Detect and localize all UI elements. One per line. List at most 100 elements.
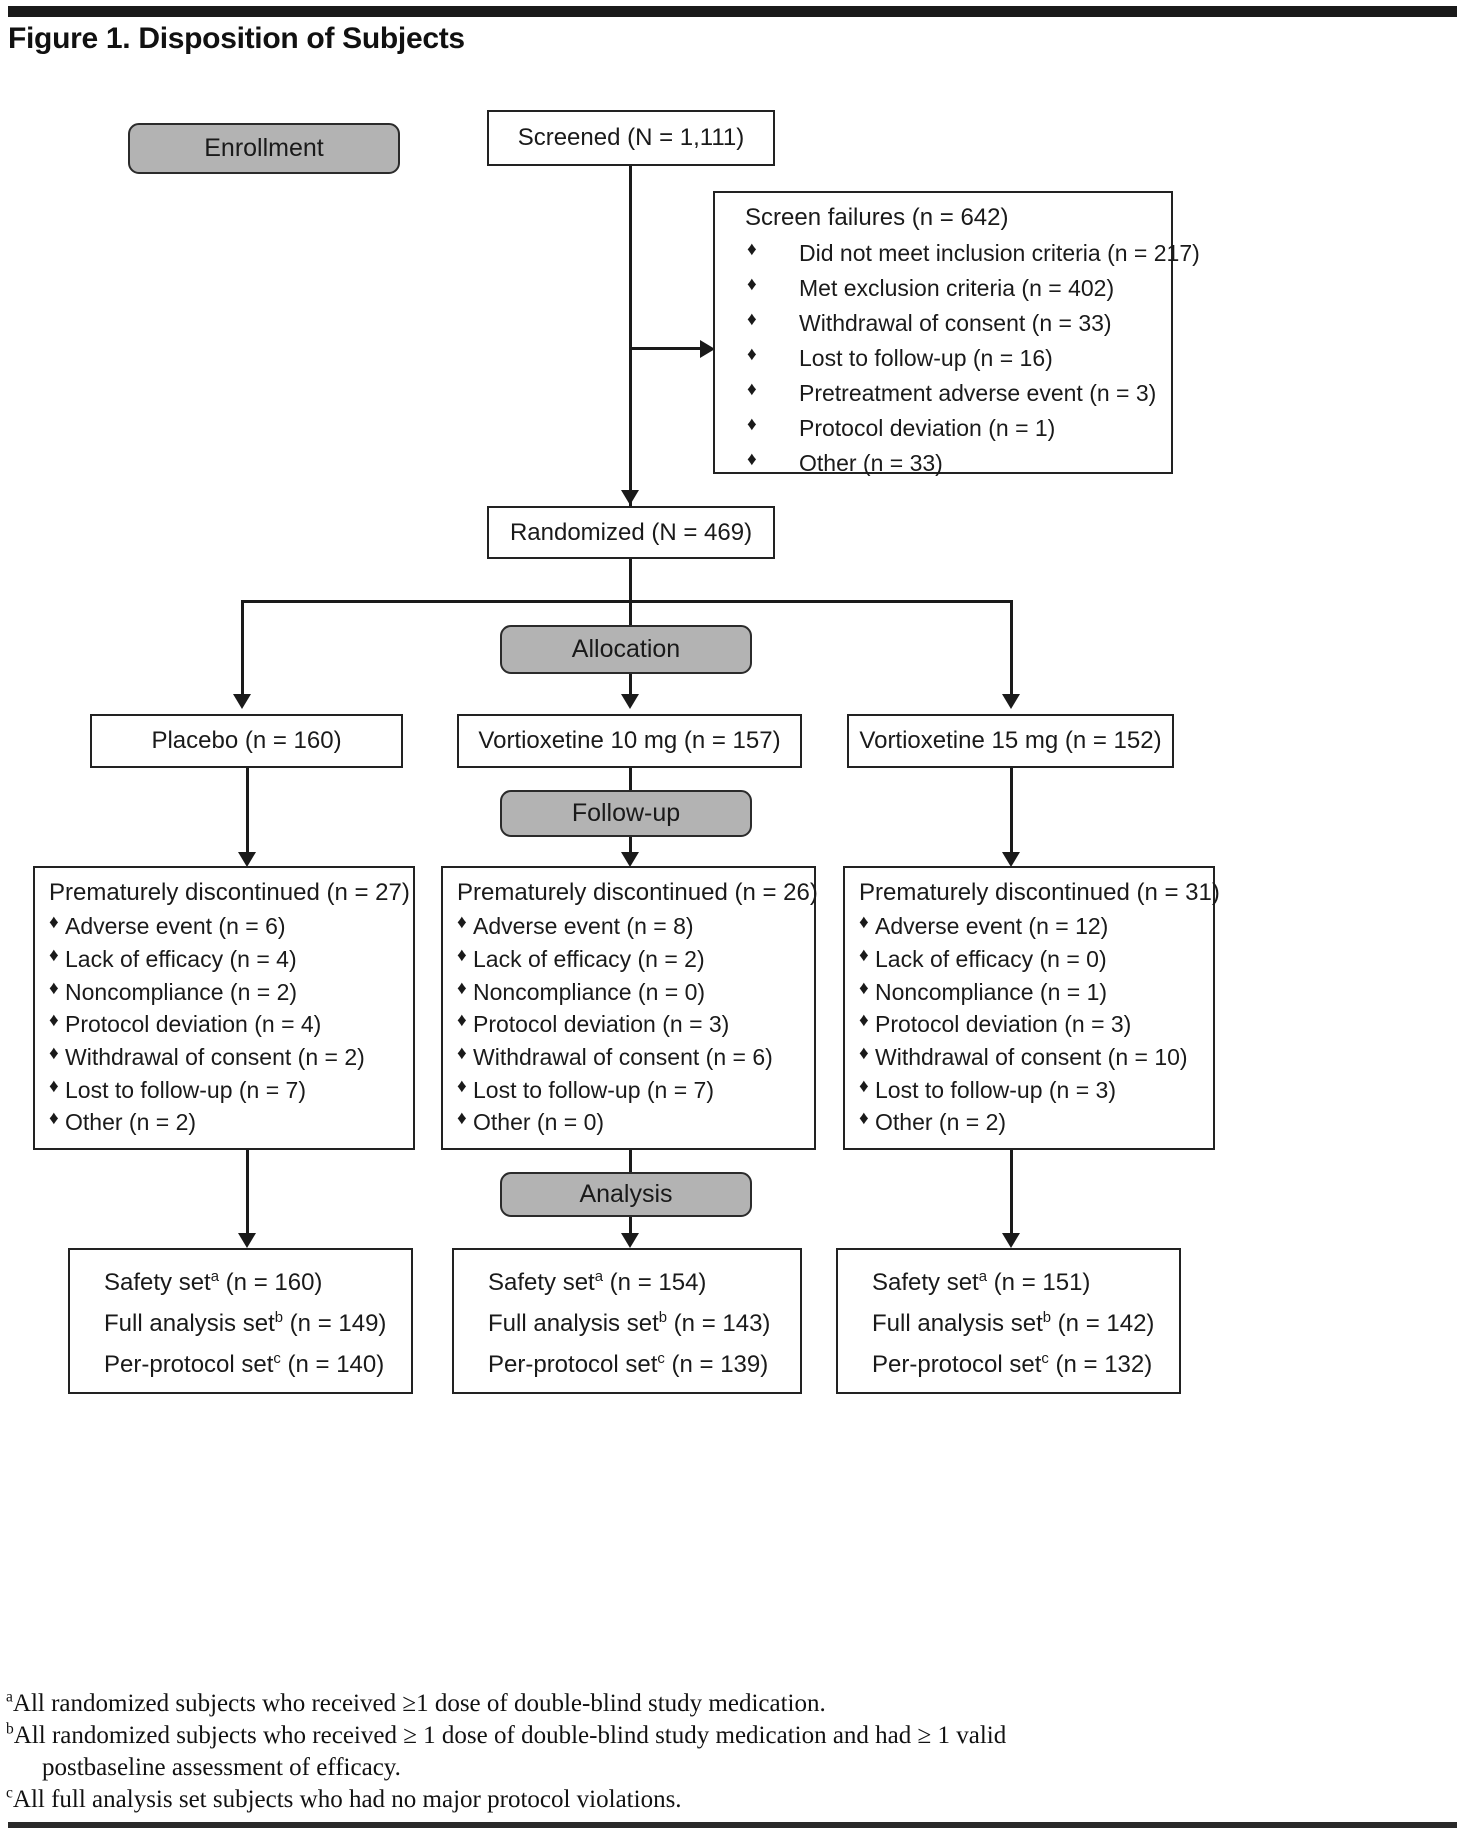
discontinued-box-vortioxetine-10: Prematurely discontinued (n = 26) ♦Adver… bbox=[441, 866, 818, 1150]
diamond-bullet-icon: ♦ bbox=[49, 912, 59, 934]
top-rule bbox=[8, 6, 1457, 17]
safety-set-row: Safety seta (n = 154) bbox=[488, 1269, 790, 1296]
randomized-box: Randomized (N = 469) bbox=[487, 506, 775, 559]
full-analysis-set-row: Full analysis setb (n = 143) bbox=[488, 1309, 790, 1337]
full-analysis-set-row: Full analysis setb (n = 149) bbox=[104, 1309, 401, 1337]
connector-allocation-right bbox=[1010, 600, 1013, 700]
arrowhead-vortioxetine-15 bbox=[1002, 694, 1020, 709]
footnote-b: bAll randomized subjects who received ≥ … bbox=[6, 1720, 1446, 1752]
discontinued-list: ♦Adverse event (n = 6) ♦ Lack of efficacy… bbox=[49, 910, 403, 1139]
list-item: ♦Withdrawal of consent (n = 33) bbox=[729, 306, 1161, 341]
arrowhead-placebo-discontinued bbox=[238, 852, 256, 867]
stage-label-enrollment: Enrollment bbox=[128, 123, 400, 174]
diamond-bullet-icon: ♦ bbox=[457, 1010, 467, 1032]
arrowhead-v15-discontinued bbox=[1002, 852, 1020, 867]
arm-label: Vortioxetine 15 mg (n = 152) bbox=[859, 727, 1162, 754]
connector-allocation-left bbox=[241, 600, 244, 700]
analysis-box-vortioxetine-10: Safety seta (n = 154) Full analysis setb… bbox=[452, 1248, 802, 1394]
list-item: ♦Withdrawal of consent (n = 10) bbox=[859, 1041, 1203, 1074]
connector-randomized-down bbox=[629, 559, 632, 602]
full-analysis-set-value: (n = 143) bbox=[667, 1309, 771, 1337]
bottom-rule bbox=[8, 1822, 1457, 1828]
list-item: ♦Other (n = 2) bbox=[49, 1106, 403, 1139]
list-item-label: Protocol deviation (n = 3) bbox=[875, 1011, 1132, 1038]
screen-failures-list: ♦Did not meet inclusion criteria (n = 21… bbox=[729, 236, 1200, 481]
arrowhead-screen-failures bbox=[700, 340, 715, 358]
list-item: ♦Met exclusion criteria (n = 402) bbox=[729, 271, 1161, 306]
safety-set-value: (n = 151) bbox=[987, 1269, 1091, 1296]
list-item: ♦ Pretreatment adverse event (n = 3) bbox=[729, 376, 1161, 411]
arrowhead-v15-analysis bbox=[1002, 1233, 1020, 1248]
list-item: ♦Adverse event (n = 6) bbox=[49, 910, 403, 943]
connector-placebo-to-discontinued bbox=[246, 768, 249, 860]
diamond-bullet-icon: ♦ bbox=[747, 309, 757, 331]
arrowhead-v10-discontinued bbox=[621, 852, 639, 867]
footnote-b-continuation: postbaseline assessment of efficacy. bbox=[42, 1754, 401, 1781]
footnote-a: aAll randomized subjects who received ≥1… bbox=[6, 1688, 1446, 1720]
footnote-marker-c: c bbox=[6, 1784, 13, 1802]
arrowhead-randomized bbox=[621, 490, 639, 505]
arrowhead-placebo bbox=[233, 694, 251, 709]
list-item: ♦ Protocol deviation (n = 3) bbox=[457, 1008, 804, 1041]
list-item-label: Protocol deviation (n = 1) bbox=[799, 415, 1056, 442]
footnote-marker-b: b bbox=[1042, 1309, 1052, 1326]
footnote-c-text: All full analysis set subjects who had n… bbox=[12, 1786, 682, 1813]
diamond-bullet-icon: ♦ bbox=[457, 1075, 467, 1097]
per-protocol-set-label: Per-protocol set bbox=[488, 1350, 658, 1378]
list-item-label: Lack of efficacy (n = 0) bbox=[875, 945, 1107, 972]
list-item: ♦ Lost to follow-up (n = 3) bbox=[859, 1074, 1203, 1107]
discontinued-list: ♦ Adverse event (n = 12) ♦ Lack of efficac… bbox=[859, 910, 1203, 1139]
list-item-label: Lost to follow-up (n = 16) bbox=[799, 345, 1053, 372]
diamond-bullet-icon: ♦ bbox=[457, 944, 467, 966]
connector-to-screen-failures bbox=[629, 347, 705, 350]
footnotes: aAll randomized subjects who received ≥1… bbox=[6, 1688, 1446, 1816]
diamond-bullet-icon: ♦ bbox=[457, 1042, 467, 1064]
diamond-bullet-icon: ♦ bbox=[859, 1042, 869, 1064]
connector-placebo-to-analysis bbox=[246, 1150, 249, 1242]
arm-box-placebo: Placebo (n = 160) bbox=[90, 714, 403, 768]
safety-set-value: (n = 154) bbox=[603, 1269, 707, 1296]
full-analysis-set-label: Full analysis set bbox=[104, 1309, 275, 1337]
full-analysis-set-row: Full analysis setb (n = 142) bbox=[872, 1309, 1169, 1337]
footnote-c: cAll full analysis set subjects who had … bbox=[6, 1784, 1446, 1816]
diamond-bullet-icon: ♦ bbox=[859, 912, 869, 934]
list-item-label: Other (n = 2) bbox=[875, 1109, 1007, 1136]
diamond-bullet-icon: ♦ bbox=[859, 1075, 869, 1097]
list-item: ♦Other (n = 0) bbox=[457, 1106, 804, 1139]
list-item-label: Protocol deviation (n = 3) bbox=[473, 1011, 730, 1038]
diamond-bullet-icon: ♦ bbox=[747, 449, 757, 471]
list-item-label: Lost to follow-up (n = 7) bbox=[473, 1076, 714, 1103]
footnote-marker-a: a bbox=[210, 1269, 220, 1285]
list-item: ♦ Lack of efficacy (n = 0) bbox=[859, 943, 1203, 976]
list-item-label: Pretreatment adverse event (n = 3) bbox=[799, 380, 1157, 407]
connector-allocation-bus bbox=[241, 600, 1012, 603]
list-item-label: Other (n = 0) bbox=[473, 1109, 605, 1136]
list-item: ♦ Lost to follow-up (n = 16) bbox=[729, 341, 1161, 376]
diamond-bullet-icon: ♦ bbox=[859, 1108, 869, 1130]
list-item-label: Noncompliance (n = 0) bbox=[473, 978, 706, 1005]
list-item-label: Met exclusion criteria (n = 402) bbox=[799, 275, 1115, 302]
arm-label: Placebo (n = 160) bbox=[151, 727, 342, 754]
list-item-label: Lack of efficacy (n = 4) bbox=[65, 945, 297, 972]
footnote-marker-a: a bbox=[978, 1269, 988, 1285]
list-item-label: Withdrawal of consent (n = 6) bbox=[473, 1043, 773, 1070]
diamond-bullet-icon: ♦ bbox=[859, 944, 869, 966]
safety-set-value: (n = 160) bbox=[219, 1269, 323, 1296]
diamond-bullet-icon: ♦ bbox=[747, 379, 757, 401]
list-item-label: Lost to follow-up (n = 3) bbox=[875, 1076, 1116, 1103]
per-protocol-set-row: Per-protocol setc (n = 140) bbox=[104, 1351, 401, 1378]
diamond-bullet-icon: ♦ bbox=[49, 944, 59, 966]
full-analysis-set-label: Full analysis set bbox=[872, 1309, 1043, 1337]
discontinued-list: ♦Adverse event (n = 8) ♦Lack of efficacy… bbox=[457, 910, 804, 1139]
list-item: ♦Lost to follow-up (n = 7) bbox=[49, 1074, 403, 1107]
safety-set-label: Safety set bbox=[104, 1269, 211, 1296]
diamond-bullet-icon: ♦ bbox=[457, 912, 467, 934]
list-item: ♦Other (n = 33) bbox=[729, 446, 1161, 481]
diamond-bullet-icon: ♦ bbox=[747, 344, 757, 366]
diamond-bullet-icon: ♦ bbox=[49, 1075, 59, 1097]
list-item-label: Adverse event (n = 12) bbox=[875, 913, 1109, 940]
screen-failures-box: Screen failures (n = 642) ♦Did not meet … bbox=[713, 191, 1200, 476]
screened-label: Screened (N = 1,111) bbox=[517, 124, 745, 151]
stage-label-followup: Follow-up bbox=[500, 790, 752, 837]
per-protocol-set-label: Per-protocol set bbox=[872, 1350, 1042, 1378]
